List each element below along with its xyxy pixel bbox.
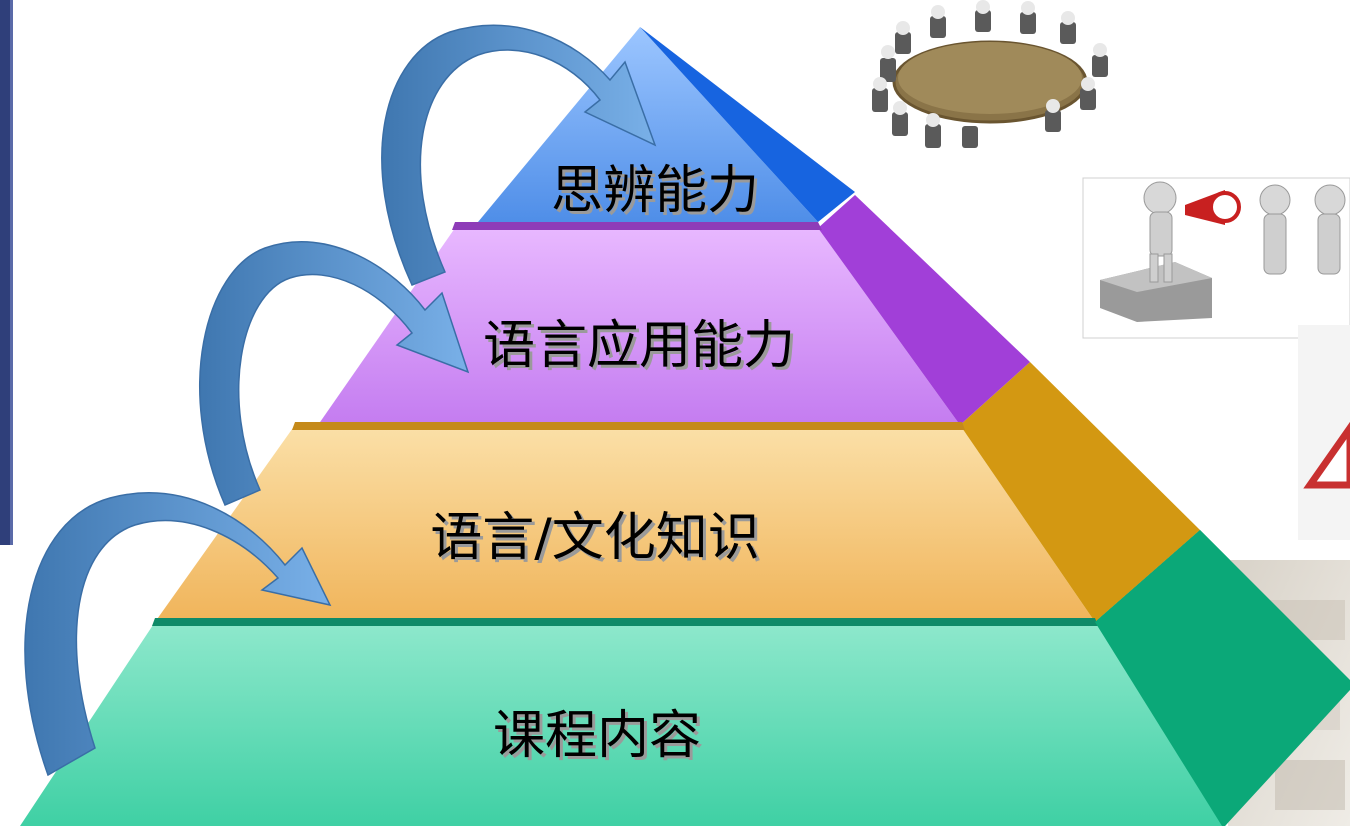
figure-with-megaphone-image bbox=[1082, 177, 1350, 339]
conference-table-meeting-image bbox=[872, 0, 1108, 148]
curved-arrow-middle bbox=[199, 241, 470, 506]
warning-sign-partial-image bbox=[1298, 325, 1350, 540]
tier-label-shadow: 语言/文化知识 bbox=[433, 511, 763, 571]
tier-label-shadow: 课程内容 bbox=[496, 709, 704, 769]
tier-label-critical-thinking: 思辨能力 bbox=[551, 161, 759, 221]
curved-arrow-top bbox=[381, 24, 657, 286]
pyramid-tier-bottom-side bbox=[1095, 530, 1350, 826]
left-frame bbox=[0, 0, 13, 545]
pyramid-tier-second bbox=[292, 195, 1030, 430]
tier-label-shadow: 思辨能力 bbox=[554, 164, 762, 224]
pyramid-tier-third bbox=[152, 362, 1200, 626]
tier-label-shadow: 语言应用能力 bbox=[486, 319, 798, 379]
curved-arrow-bottom bbox=[24, 492, 332, 777]
tier-label-language-application: 语言应用能力 bbox=[483, 316, 795, 376]
tier-label-course-content: 课程内容 bbox=[493, 706, 701, 766]
tier-label-language-culture-knowledge: 语言/文化知识 bbox=[430, 508, 760, 568]
